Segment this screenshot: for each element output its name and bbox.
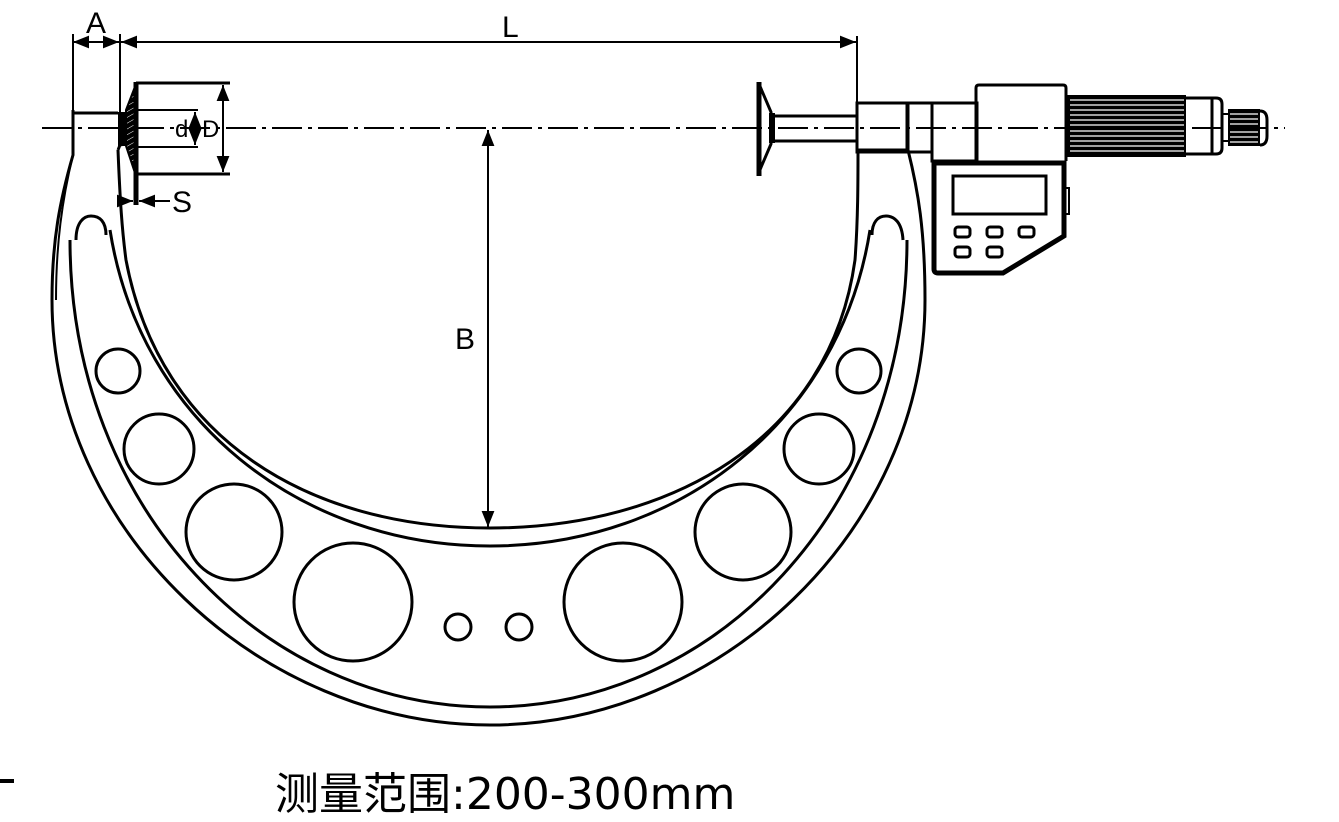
hole-center-2 (504, 612, 534, 642)
hole-right-4 (562, 541, 684, 663)
hole-right-2 (782, 412, 856, 486)
display-button-4 (953, 245, 972, 259)
micrometer-head (855, 83, 1269, 276)
hole-right-1 (835, 347, 883, 395)
label-A: A (86, 7, 106, 40)
display-button-5 (985, 245, 1004, 259)
anvil-disc (118, 81, 230, 205)
display-button-2 (985, 225, 1004, 239)
label-B: B (455, 323, 475, 356)
hole-right-3 (693, 482, 793, 582)
hole-center-1 (443, 612, 473, 642)
display-button-3 (1017, 225, 1036, 239)
hole-left-1 (94, 347, 142, 395)
frame-holes (94, 347, 883, 663)
measuring-range-caption: 测量范围:200-300mm (275, 769, 736, 820)
dimensions: A L B d D S (72, 7, 858, 527)
label-S: S (172, 186, 192, 219)
hole-left-2 (122, 412, 196, 486)
display-housing (931, 160, 1067, 276)
lcd-screen (951, 174, 1048, 216)
label-d: d (175, 116, 188, 143)
frame (50, 110, 927, 727)
label-D: D (202, 116, 219, 143)
label-L: L (502, 11, 519, 44)
spindle-disc (756, 82, 857, 176)
hole-left-3 (184, 482, 284, 582)
display-button-1 (953, 225, 972, 239)
hole-left-4 (292, 541, 414, 663)
edge-mark (0, 779, 14, 783)
